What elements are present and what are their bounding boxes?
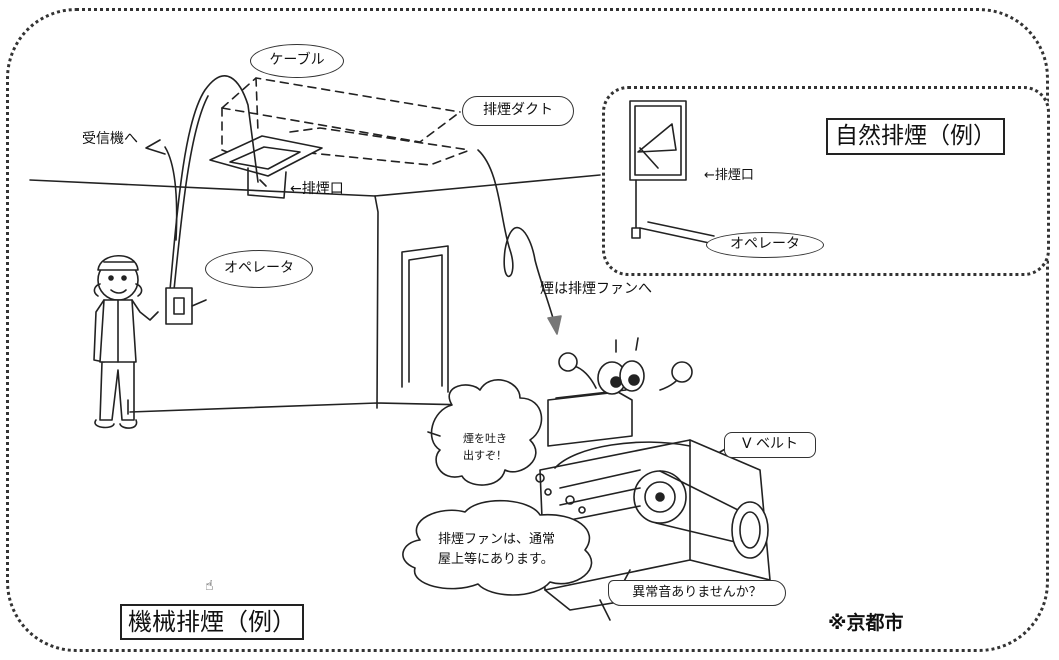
to-receiver-label: 受信機へ (82, 131, 138, 147)
natural-operator-label: オペレータ (706, 232, 824, 258)
to-receiver-arrow (164, 146, 178, 241)
fan-thought-cloud (430, 379, 543, 486)
ceiling-front-edge (374, 174, 601, 197)
natural-exhaust-panel (602, 86, 1050, 276)
cable-label: ケーブル (250, 44, 344, 78)
v-belt-label: V ベルト (724, 432, 816, 458)
natural-exhaust-title: 自然排煙（例） (826, 118, 1005, 155)
smoke-to-fan-label: 煙は排煙ファンへ (540, 281, 652, 297)
operator-label: オペレータ (205, 250, 313, 288)
fan-speech-text: 煙を吐き 出すぞ！ (463, 432, 507, 462)
natural-exhaust-port-label: ←排煙口 (704, 168, 754, 183)
mechanical-exhaust-title: 機械排煙（例） (120, 604, 304, 640)
exhaust-duct-label: 排煙ダクト (462, 96, 574, 126)
door-inner (408, 254, 443, 387)
outer-dotted-frame (6, 8, 1049, 652)
smoke-flow-line (477, 149, 556, 326)
credit-label: ※京都市 (828, 612, 904, 634)
exhaust-port (209, 135, 323, 177)
natural-exhaust-window (629, 100, 687, 239)
worker-figure (93, 255, 159, 429)
room-corner (374, 195, 379, 409)
exhaust-port-label: ←排煙口 (290, 181, 344, 197)
ceiling-line (29, 179, 376, 197)
operator-box (165, 287, 193, 325)
fan-note-text: 排煙ファンは、通常 屋上等にあります。 (438, 532, 556, 567)
fan-note-cloud (402, 499, 593, 596)
pointing-hand-icon: ☝ (205, 578, 214, 594)
door-frame (401, 245, 449, 393)
abnormal-sound-label: 異常音ありませんか？ (608, 580, 786, 606)
